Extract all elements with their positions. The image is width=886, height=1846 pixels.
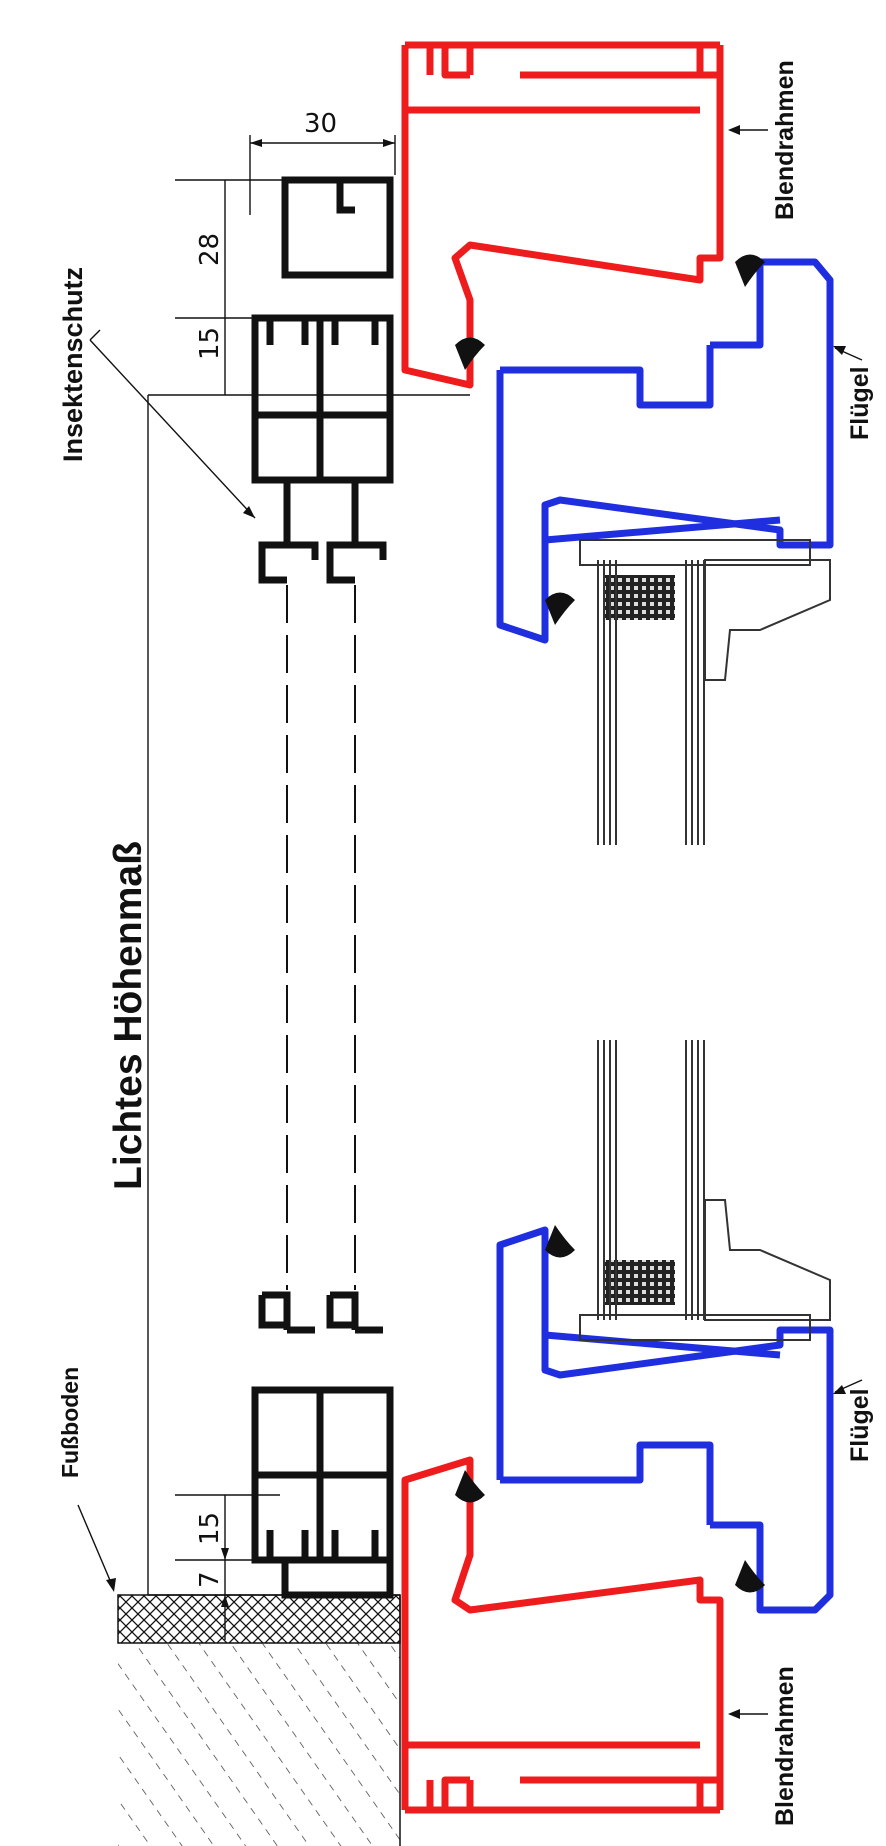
floor-screed-hatch xyxy=(118,1643,400,1846)
insect-screen-bottom-profile xyxy=(251,1291,394,1599)
frame-profile-top xyxy=(401,41,724,389)
label-fluegel-top: Flügel xyxy=(846,366,874,440)
label-fluegel-bottom: Flügel xyxy=(846,1388,874,1462)
dim-30: 30 xyxy=(304,109,337,139)
glass-panes-top xyxy=(597,560,705,845)
dim-7: 7 xyxy=(195,1571,225,1588)
clear-height-dimension xyxy=(147,394,470,1596)
gaskets xyxy=(455,254,765,1593)
dimension-lines xyxy=(175,135,396,1640)
floor xyxy=(117,1594,401,1846)
floor-covering-crosshatch xyxy=(117,1594,401,1644)
dim-28: 28 xyxy=(195,233,225,266)
frame-profile-bottom xyxy=(401,1456,724,1814)
label-insektenschutz: Insektenschutz xyxy=(58,267,88,462)
label-fussboden: Fußboden xyxy=(57,1367,83,1478)
sash-profile-bottom xyxy=(496,1226,834,1614)
label-blendrahmen-top: Blendrahmen xyxy=(771,60,799,220)
leader-arrows xyxy=(77,125,863,1719)
label-blendrahmen-bottom: Blendrahmen xyxy=(771,1666,799,1826)
glazing-top xyxy=(579,539,831,845)
glazing-bottom xyxy=(579,1040,831,1341)
label-lichtes-hoehenmass: Lichtes Höhenmaß xyxy=(107,841,150,1190)
insect-screen-top-profile xyxy=(251,176,394,584)
dim-15-top: 15 xyxy=(195,327,225,360)
dim-15-bottom: 15 xyxy=(195,1512,225,1545)
glass-panes-bottom xyxy=(597,1040,705,1320)
insect-screen-mesh-lines xyxy=(286,585,356,1290)
